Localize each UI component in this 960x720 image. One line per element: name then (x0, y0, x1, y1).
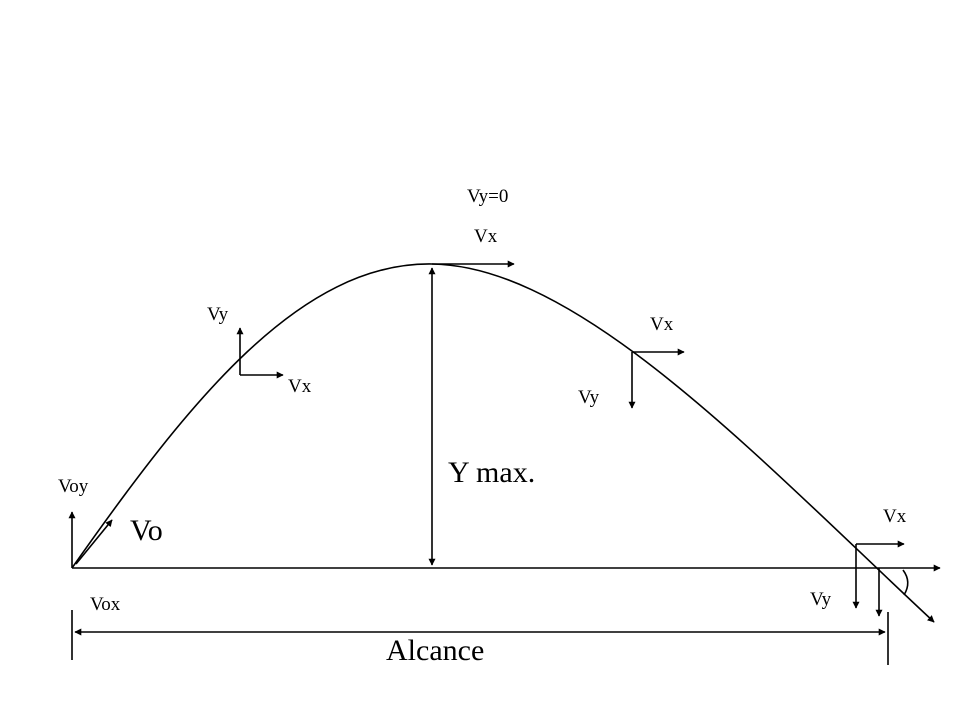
label-vox: Vox (90, 594, 121, 615)
label-vx-end: Vx (883, 506, 907, 527)
label-y-max: Y max. (448, 456, 535, 489)
label-vy-right: Vy (578, 387, 600, 408)
label-vy-end: Vy (810, 589, 832, 610)
label-vo: Vo (130, 514, 163, 547)
label-alcance: Alcance (386, 634, 484, 667)
label-vy-zero: Vy=0 (467, 186, 508, 207)
impact-angle-arc (902, 569, 909, 596)
label-voy: Voy (58, 476, 89, 497)
label-vx-right: Vx (650, 314, 674, 335)
label-vx-left: Vx (288, 376, 312, 397)
vo-arrow (75, 519, 113, 565)
label-vy-left: Vy (207, 304, 229, 325)
label-vx-top: Vx (474, 226, 498, 247)
